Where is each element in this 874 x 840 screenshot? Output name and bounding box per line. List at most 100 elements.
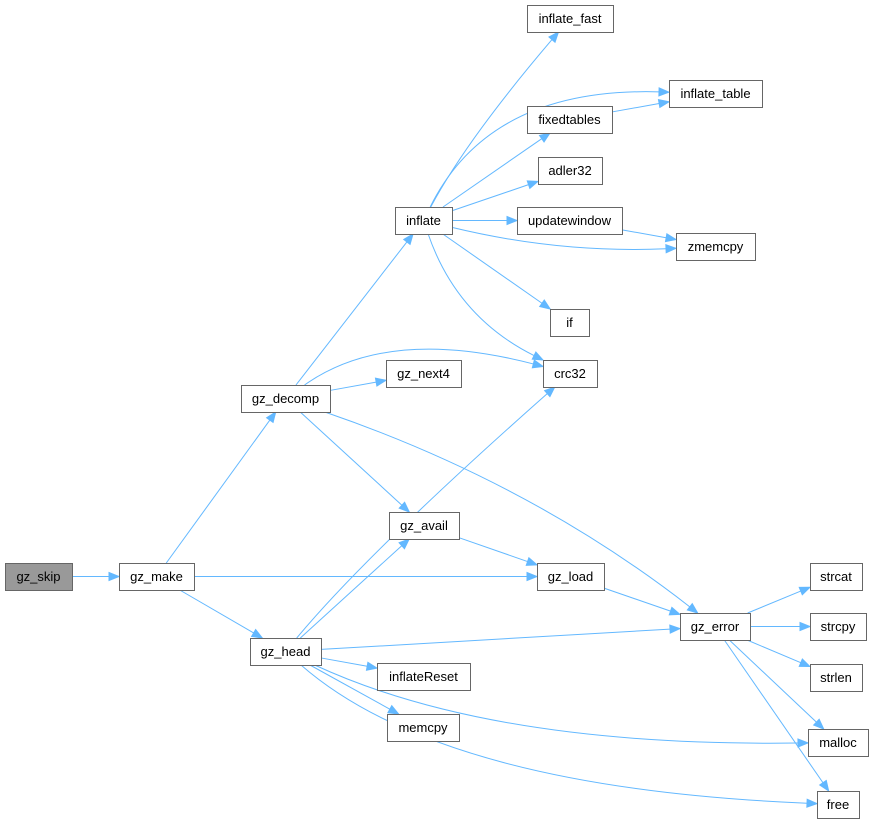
- edge-line: [621, 229, 667, 239]
- node-gz_decomp[interactable]: gz_decomp: [241, 385, 331, 413]
- node-label: memcpy: [398, 720, 448, 735]
- node-box: [669, 80, 763, 108]
- node-label: adler32: [548, 163, 591, 178]
- edge-inflate-to-adler32: [451, 180, 540, 212]
- edge-gz_avail-to-gz_load: [458, 537, 539, 566]
- arrowhead-icon: [797, 738, 810, 748]
- node-strcat[interactable]: strcat: [810, 563, 863, 591]
- arrowhead-icon: [398, 538, 411, 550]
- node-box: [527, 5, 614, 33]
- edge-gz_error-to-free: [723, 639, 830, 793]
- node-updatewindow[interactable]: updatewindow: [517, 207, 623, 235]
- edge-line: [299, 411, 403, 506]
- node-gz_avail[interactable]: gz_avail: [389, 512, 460, 540]
- edge-line: [451, 226, 667, 250]
- node-box: [241, 385, 331, 413]
- edge-line: [300, 664, 808, 804]
- edge-gz_decomp-to-gz_next4: [329, 377, 388, 391]
- edge-line: [747, 590, 801, 614]
- node-inflate_table[interactable]: inflate_table: [669, 80, 763, 108]
- node-free[interactable]: free: [817, 791, 860, 819]
- arrowhead-icon: [506, 215, 519, 226]
- node-label: strcat: [820, 569, 852, 584]
- node-inflateReset[interactable]: inflateReset: [377, 663, 471, 691]
- node-box: [395, 207, 453, 235]
- edge-gz_make-to-gz_load: [194, 571, 539, 582]
- edge-line: [728, 639, 817, 723]
- node-label: gz_avail: [400, 518, 448, 533]
- arrowhead-icon: [543, 386, 556, 398]
- arrowhead-icon: [538, 132, 552, 143]
- arrowhead-icon: [108, 571, 121, 582]
- arrowhead-icon: [806, 798, 819, 808]
- node-gz_next4[interactable]: gz_next4: [386, 360, 462, 388]
- edge-gz_error-to-strcpy: [750, 621, 812, 632]
- arrowhead-icon: [798, 586, 812, 596]
- edge-inflate-to-inflate_table: [429, 87, 671, 208]
- edge-line: [320, 628, 671, 650]
- edge-line: [723, 639, 824, 784]
- node-gz_head[interactable]: gz_head: [250, 638, 322, 666]
- arrowhead-icon: [250, 628, 264, 639]
- edge-line: [611, 103, 660, 113]
- edge-line: [451, 184, 529, 212]
- node-strcpy[interactable]: strcpy: [810, 613, 867, 641]
- edge-gz_load-to-gz_error: [603, 587, 682, 616]
- node-box: [5, 563, 73, 591]
- node-gz_make[interactable]: gz_make: [119, 563, 195, 591]
- node-inflate_fast[interactable]: inflate_fast: [527, 5, 614, 33]
- node-label: inflateReset: [389, 669, 458, 684]
- node-box: [543, 360, 598, 388]
- edge-line: [304, 348, 534, 386]
- arrowhead-icon: [525, 556, 539, 566]
- node-crc32[interactable]: crc32: [543, 360, 598, 388]
- edge-line: [442, 138, 543, 208]
- node-label: gz_head: [261, 644, 311, 659]
- arrowhead-icon: [658, 87, 671, 97]
- edge-gz_head-to-inflateReset: [320, 657, 379, 671]
- node-box: [538, 157, 603, 185]
- arrowhead-icon: [664, 232, 678, 243]
- node-label: inflate: [406, 213, 441, 228]
- node-gz_skip[interactable]: gz_skip: [5, 563, 73, 591]
- arrowhead-icon: [665, 244, 678, 254]
- node-box: [817, 791, 860, 819]
- edge-gz_skip-to-gz_make: [72, 571, 121, 582]
- node-adler32[interactable]: adler32: [538, 157, 603, 185]
- arrowhead-icon: [669, 624, 682, 634]
- edge-gz_make-to-gz_head: [179, 589, 264, 639]
- arrowhead-icon: [365, 661, 379, 671]
- arrowhead-icon: [799, 621, 812, 632]
- edge-inflate-to-if: [442, 233, 552, 310]
- node-inflate[interactable]: inflate: [395, 207, 453, 235]
- node-box: [389, 512, 460, 540]
- node-fixedtables[interactable]: fixedtables: [527, 106, 613, 134]
- edge-line: [295, 241, 408, 386]
- node-box: [680, 613, 751, 641]
- arrowhead-icon: [538, 299, 552, 310]
- node-label: gz_skip: [16, 569, 60, 584]
- node-gz_load[interactable]: gz_load: [537, 563, 605, 591]
- node-zmemcpy[interactable]: zmemcpy: [676, 233, 756, 261]
- node-label: inflate_table: [680, 86, 750, 101]
- node-label: malloc: [819, 735, 857, 750]
- node-label: gz_next4: [397, 366, 450, 381]
- node-label: gz_decomp: [252, 391, 319, 406]
- node-label: updatewindow: [528, 213, 612, 228]
- edge-gz_decomp-to-gz_error: [324, 411, 699, 614]
- arrowhead-icon: [686, 602, 699, 614]
- node-label: if: [566, 315, 573, 330]
- node-strlen[interactable]: strlen: [810, 664, 863, 692]
- node-gz_error[interactable]: gz_error: [680, 613, 751, 641]
- arrowhead-icon: [531, 359, 545, 369]
- node-if[interactable]: if: [550, 309, 590, 337]
- edge-line: [179, 589, 254, 634]
- arrowhead-icon: [402, 232, 414, 246]
- edge-inflate-to-zmemcpy: [451, 226, 678, 254]
- node-malloc[interactable]: malloc: [808, 729, 869, 757]
- edge-gz_head-to-free: [300, 664, 819, 808]
- edge-gz_decomp-to-gz_avail: [299, 411, 411, 513]
- node-label: free: [827, 797, 849, 812]
- node-memcpy[interactable]: memcpy: [387, 714, 460, 742]
